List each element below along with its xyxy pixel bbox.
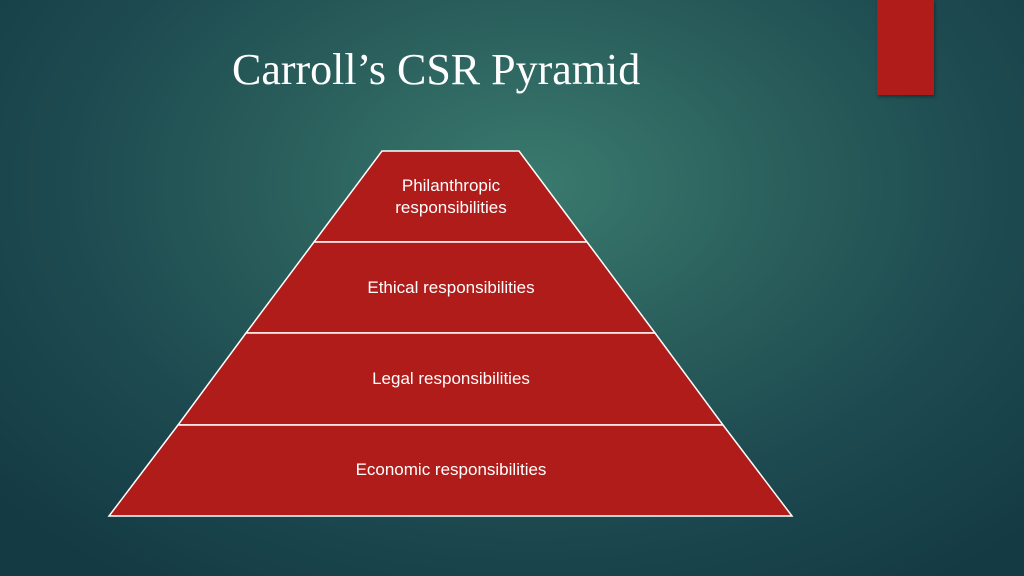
tier-label-line: responsibilities — [395, 198, 507, 217]
pyramid-tier-ethical: Ethical responsibilities — [244, 241, 657, 334]
pyramid-tier-legal: Legal responsibilities — [176, 332, 725, 426]
pyramid-tier-philanthropic: Philanthropic responsibilities — [312, 150, 589, 243]
tier-label-line: Philanthropic — [402, 176, 501, 195]
accent-bar — [877, 0, 934, 95]
slide-title: Carroll’s CSR Pyramid — [232, 45, 641, 94]
tier-shape — [107, 424, 794, 517]
tier-label-line: Ethical responsibilities — [367, 278, 534, 297]
tier-label-line: Legal responsibilities — [372, 369, 530, 388]
tier-label-line: Economic responsibilities — [356, 460, 547, 479]
tier-shape — [312, 150, 589, 243]
pyramid-tier-economic: Economic responsibilities — [107, 424, 794, 517]
